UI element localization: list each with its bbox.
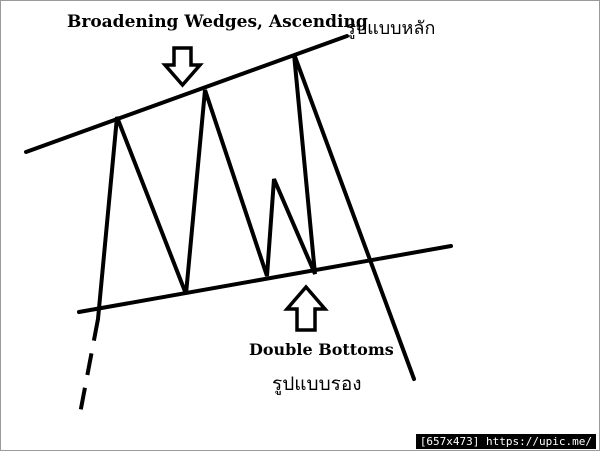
dashed-extension <box>77 318 100 420</box>
secondary-pattern-title: Double Bottoms <box>249 340 394 359</box>
secondary-pattern-thai-label: รูปแบบรอง <box>272 373 362 395</box>
lower-trendline <box>77 244 453 314</box>
up-arrow-icon <box>283 284 329 332</box>
main-pattern-title: Broadening Wedges, Ascending <box>67 12 368 32</box>
main-pattern-thai-label: รูปแบบหลัก <box>346 18 436 39</box>
image-host-watermark: [657x473] https://upic.me/ <box>415 434 596 449</box>
price-zigzag <box>96 53 416 381</box>
down-arrow-icon <box>161 46 204 88</box>
